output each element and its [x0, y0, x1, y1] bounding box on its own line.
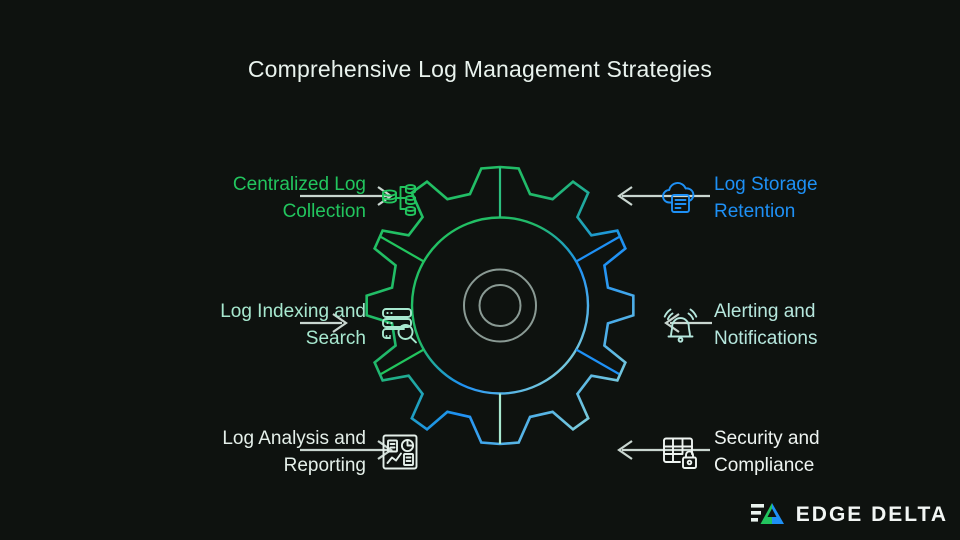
central-gear-graphic: [330, 150, 670, 495]
item-label-log-storage-retention: Log Storage Retention: [714, 174, 818, 222]
gear-inner-circle-inner: [478, 284, 522, 327]
gear-inner-circle-outer: [463, 268, 537, 343]
page-title: Comprehensive Log Management Strategies: [247, 56, 713, 82]
gear-spoke-upper-right: [575, 236, 620, 263]
server-search-icon: [382, 308, 417, 344]
gear-spoke-upper-left: [380, 236, 425, 263]
item-security-and-compliance[interactable]: Security and Compliance: [660, 424, 960, 480]
item-log-storage-retention[interactable]: Log Storage Retention: [660, 170, 960, 226]
report-dashboard-icon: [382, 434, 418, 470]
logo-text: EDGE DELTA: [795, 503, 948, 526]
bell-ringing-icon: [663, 308, 698, 343]
arrow-right-row-2: [664, 313, 712, 333]
item-log-indexing-and-search[interactable]: Log Indexing and Search: [0, 297, 420, 353]
cloud-document-icon: [662, 182, 695, 213]
table-lock-icon: [663, 437, 697, 469]
arrow-right-row-1: [617, 186, 710, 206]
item-centralized-log-collection[interactable]: Centralized Log Collection: [0, 170, 420, 226]
item-label-log-indexing-and-search: Log Indexing and Search: [220, 301, 366, 349]
item-label-security-and-compliance: Security and Compliance: [714, 428, 820, 476]
item-alerting-and-notifications[interactable]: Alerting and Notifications: [660, 297, 960, 353]
edge-delta-triangle-mark: [750, 503, 784, 524]
edge-delta-logo: EDGE DELTA: [750, 502, 948, 528]
arrow-left-row-2: [300, 313, 348, 333]
arrow-right-row-3: [617, 440, 710, 460]
gear-spoke-lower-left: [380, 348, 425, 375]
gear-rim-circle: [410, 216, 590, 395]
item-label-alerting-and-notifications: Alerting and Notifications: [714, 301, 818, 349]
item-log-analysis-and-reporting[interactable]: Log Analysis and Reporting: [0, 424, 420, 480]
gear-spokes: [380, 167, 620, 444]
item-label-centralized-log-collection: Centralized Log Collection: [232, 174, 366, 222]
gear-svg: [365, 165, 635, 446]
arrow-left-row-3: [300, 440, 393, 460]
database-distribution-icon: [382, 184, 417, 217]
gear-spoke-lower-right: [575, 348, 620, 375]
item-label-log-analysis-and-reporting: Log Analysis and Reporting: [222, 428, 366, 476]
